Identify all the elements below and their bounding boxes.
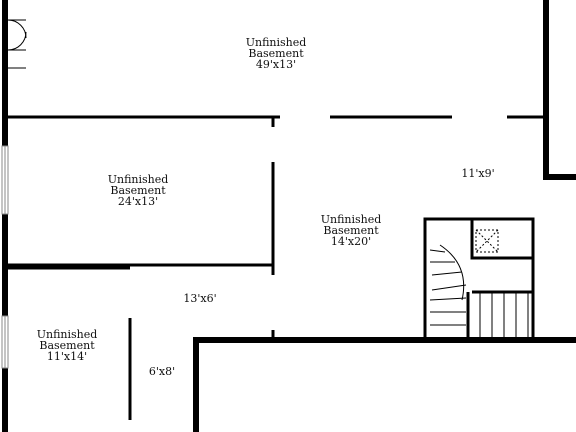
room-label-center-basement: Unfinished Basement 14'x20' [321, 214, 382, 247]
room-label-main-basement: Unfinished Basement 49'x13' [246, 37, 307, 70]
interior-walls [8, 115, 546, 420]
windows [1, 145, 9, 369]
room-name: Unfinished [107, 173, 169, 186]
room-name-line2: Basement [39, 339, 95, 352]
room-name-line2: Basement [323, 224, 379, 237]
stairs [429, 244, 529, 340]
room-label-right-area: 11'x9' [461, 168, 494, 179]
entry-door [7, 19, 27, 69]
room-name: Unfinished [36, 328, 98, 341]
room-dimensions: 14'x20' [330, 235, 372, 248]
room-dimensions: 11'x14' [46, 350, 88, 363]
room-label-lower-left-basement: Unfinished Basement 11'x14' [37, 329, 98, 362]
room-name-line2: Basement [248, 47, 304, 60]
room-dimensions: 11'x9' [461, 167, 495, 180]
room-dimensions: 6'x8' [148, 365, 176, 378]
room-label-left-basement: Unfinished Basement 24'x13' [108, 174, 169, 207]
room-name: Unfinished [245, 36, 307, 49]
room-label-small-room: 6'x8' [149, 366, 175, 377]
utility-box [475, 229, 499, 253]
room-name: Unfinished [320, 213, 382, 226]
room-dimensions: 24'x13' [117, 195, 159, 208]
room-name-line2: Basement [110, 184, 166, 197]
room-dimensions: 13'x6' [183, 292, 217, 305]
room-dimensions: 49'x13' [255, 58, 297, 71]
room-label-hall: 13'x6' [183, 293, 216, 304]
